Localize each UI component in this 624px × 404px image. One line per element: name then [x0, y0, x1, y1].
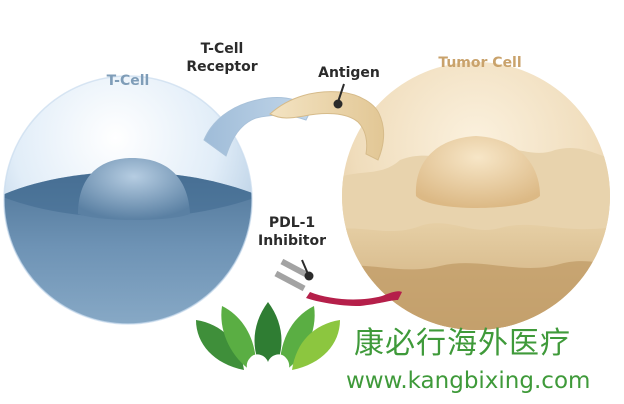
antigen-label: Antigen: [318, 65, 380, 81]
pdl1-inhibitor-label: PDL-1 Inhibitor: [254, 214, 330, 250]
antigen-pointer-dot: [333, 99, 343, 109]
pdl1-pointer-dot: [304, 271, 314, 281]
watermark-url: www.kangbixing.com: [346, 368, 591, 394]
pdl1-inhibitor: [274, 258, 402, 306]
t-cell-receptor-label-line1: T-Cell: [200, 41, 244, 57]
t-cell-receptor-label-line2: Receptor: [186, 59, 258, 75]
t-cell-nucleus: [78, 158, 190, 220]
antigen: [269, 91, 385, 161]
pdl1-inhibitor-label-line2: Inhibitor: [258, 233, 326, 249]
antigen-pointer: [337, 83, 345, 103]
pdl1-inhibitor-label-line1: PDL-1: [268, 215, 316, 231]
t-cell-label: T-Cell: [106, 73, 150, 89]
watermark-name: 康必行海外医疗: [354, 326, 571, 361]
tumor-cell-label: Tumor Cell: [438, 55, 522, 71]
pdl1-pointer: [301, 259, 309, 275]
tumor-nucleus: [415, 136, 540, 208]
t-cell-receptor-label: T-Cell Receptor: [180, 40, 264, 76]
t-cell: [3, 75, 253, 325]
watermark-logo: [196, 302, 340, 392]
